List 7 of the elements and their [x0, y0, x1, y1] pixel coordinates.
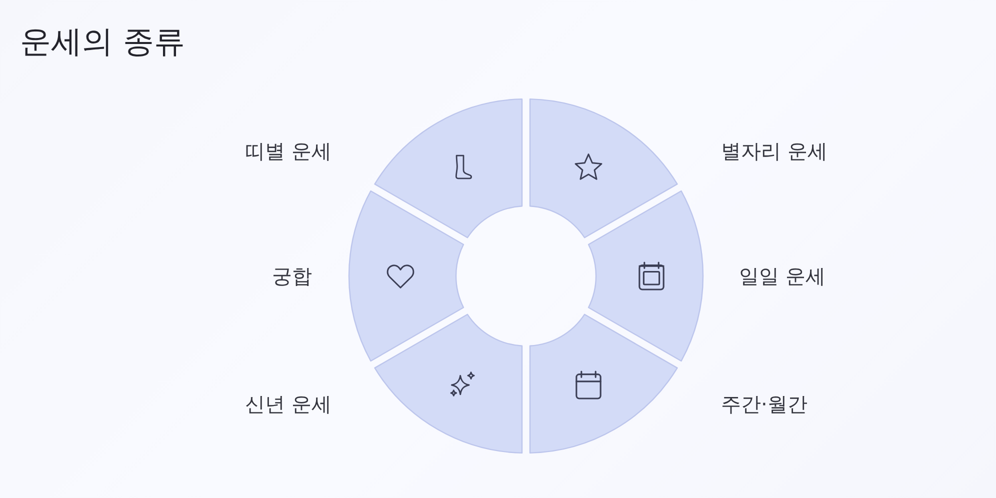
- segment-label: 주간·월간: [721, 391, 808, 417]
- title: 운세의 종류: [20, 23, 185, 62]
- segment-label: 일일 운세: [739, 263, 826, 289]
- segment-label: 별자리 운세: [721, 138, 828, 164]
- segment-label: 궁합: [272, 263, 312, 289]
- segment-label: 신년 운세: [245, 391, 332, 417]
- segment-label: 띠별 운세: [245, 138, 332, 164]
